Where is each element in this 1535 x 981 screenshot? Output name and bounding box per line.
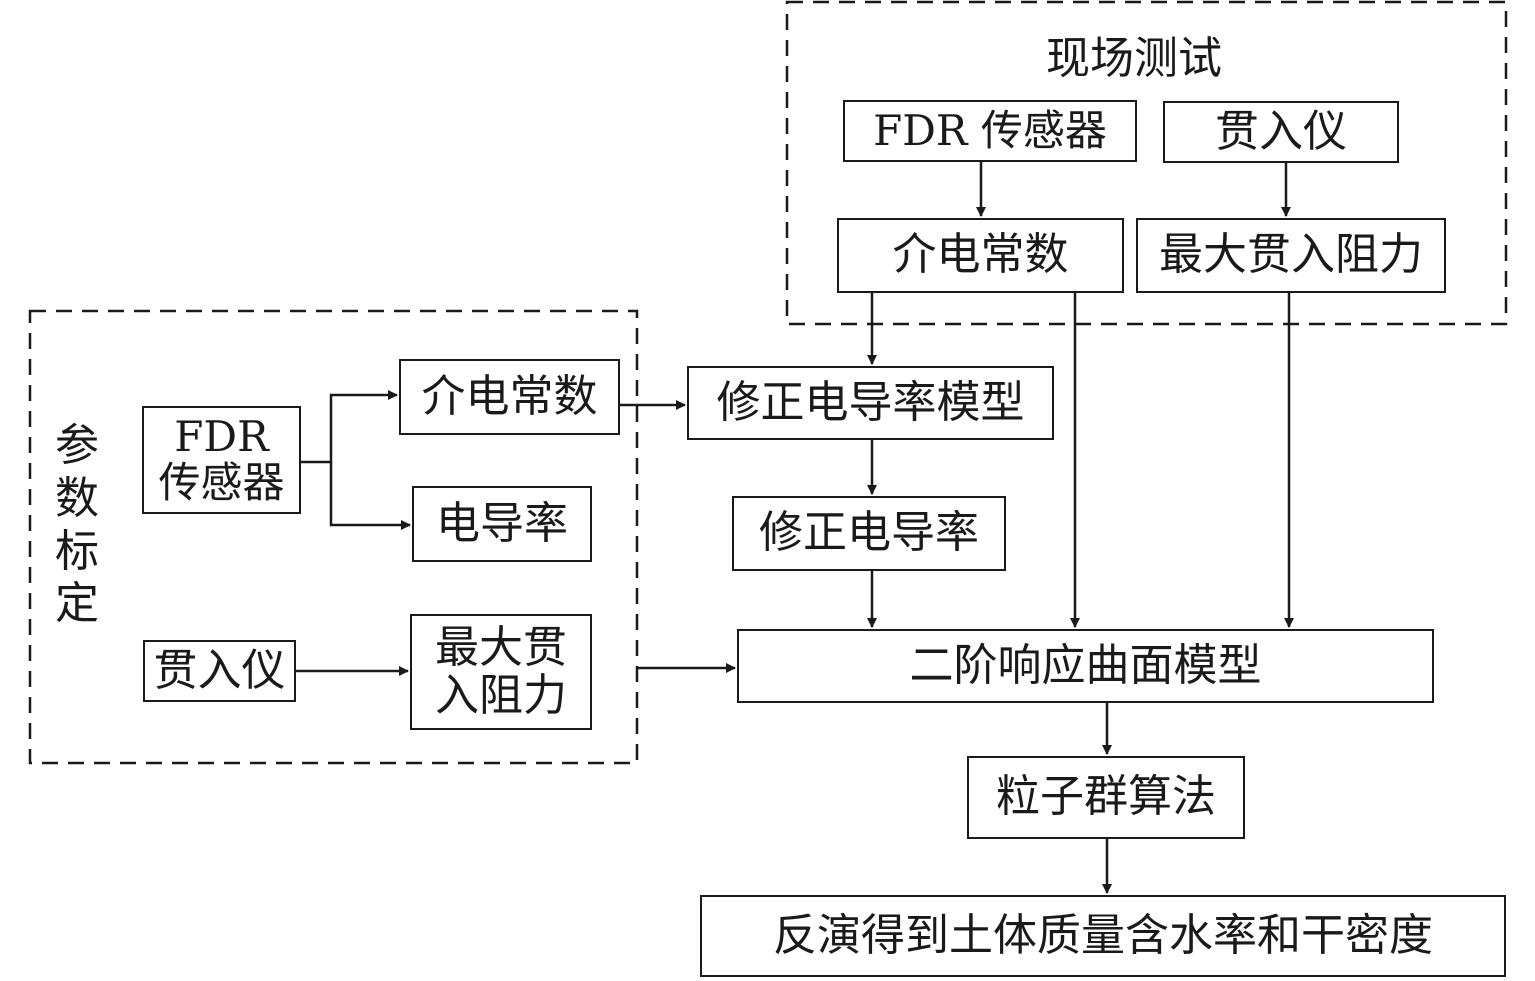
corrected-conductivity-model-box: 修正电导率模型 — [687, 366, 1054, 440]
field-dielectric-box: 介电常数 — [837, 218, 1124, 293]
cal-dielectric-box: 介电常数 — [399, 359, 620, 435]
corrected-conductivity-box: 修正电导率 — [732, 496, 1006, 571]
cal-penetrometer-box: 贯入仪 — [143, 640, 296, 702]
calibration-group-border — [28, 309, 639, 765]
cal-max-resistance-box: 最大贯 入阻力 — [410, 614, 592, 730]
cal-fdr-sensor-box: FDR 传感器 — [142, 406, 301, 514]
calibration-title: 参 数 标 定 — [55, 420, 99, 630]
connector-cal-fdr-branch — [301, 390, 398, 464]
result-box: 反演得到土体质量含水率和干密度 — [700, 895, 1506, 977]
field-penetrometer-box: 贯入仪 — [1163, 101, 1399, 163]
pso-box: 粒子群算法 — [967, 756, 1245, 839]
cal-conductivity-box: 电导率 — [412, 486, 592, 562]
field-test-title: 现场测试 — [1046, 33, 1222, 84]
response-surface-model-box: 二阶响应曲面模型 — [737, 629, 1434, 703]
connector-cal-fdr-to-conductivity — [329, 462, 411, 530]
field-max-resistance-box: 最大贯入阻力 — [1136, 218, 1446, 293]
field-fdr-sensor-box: FDR 传感器 — [843, 100, 1137, 162]
